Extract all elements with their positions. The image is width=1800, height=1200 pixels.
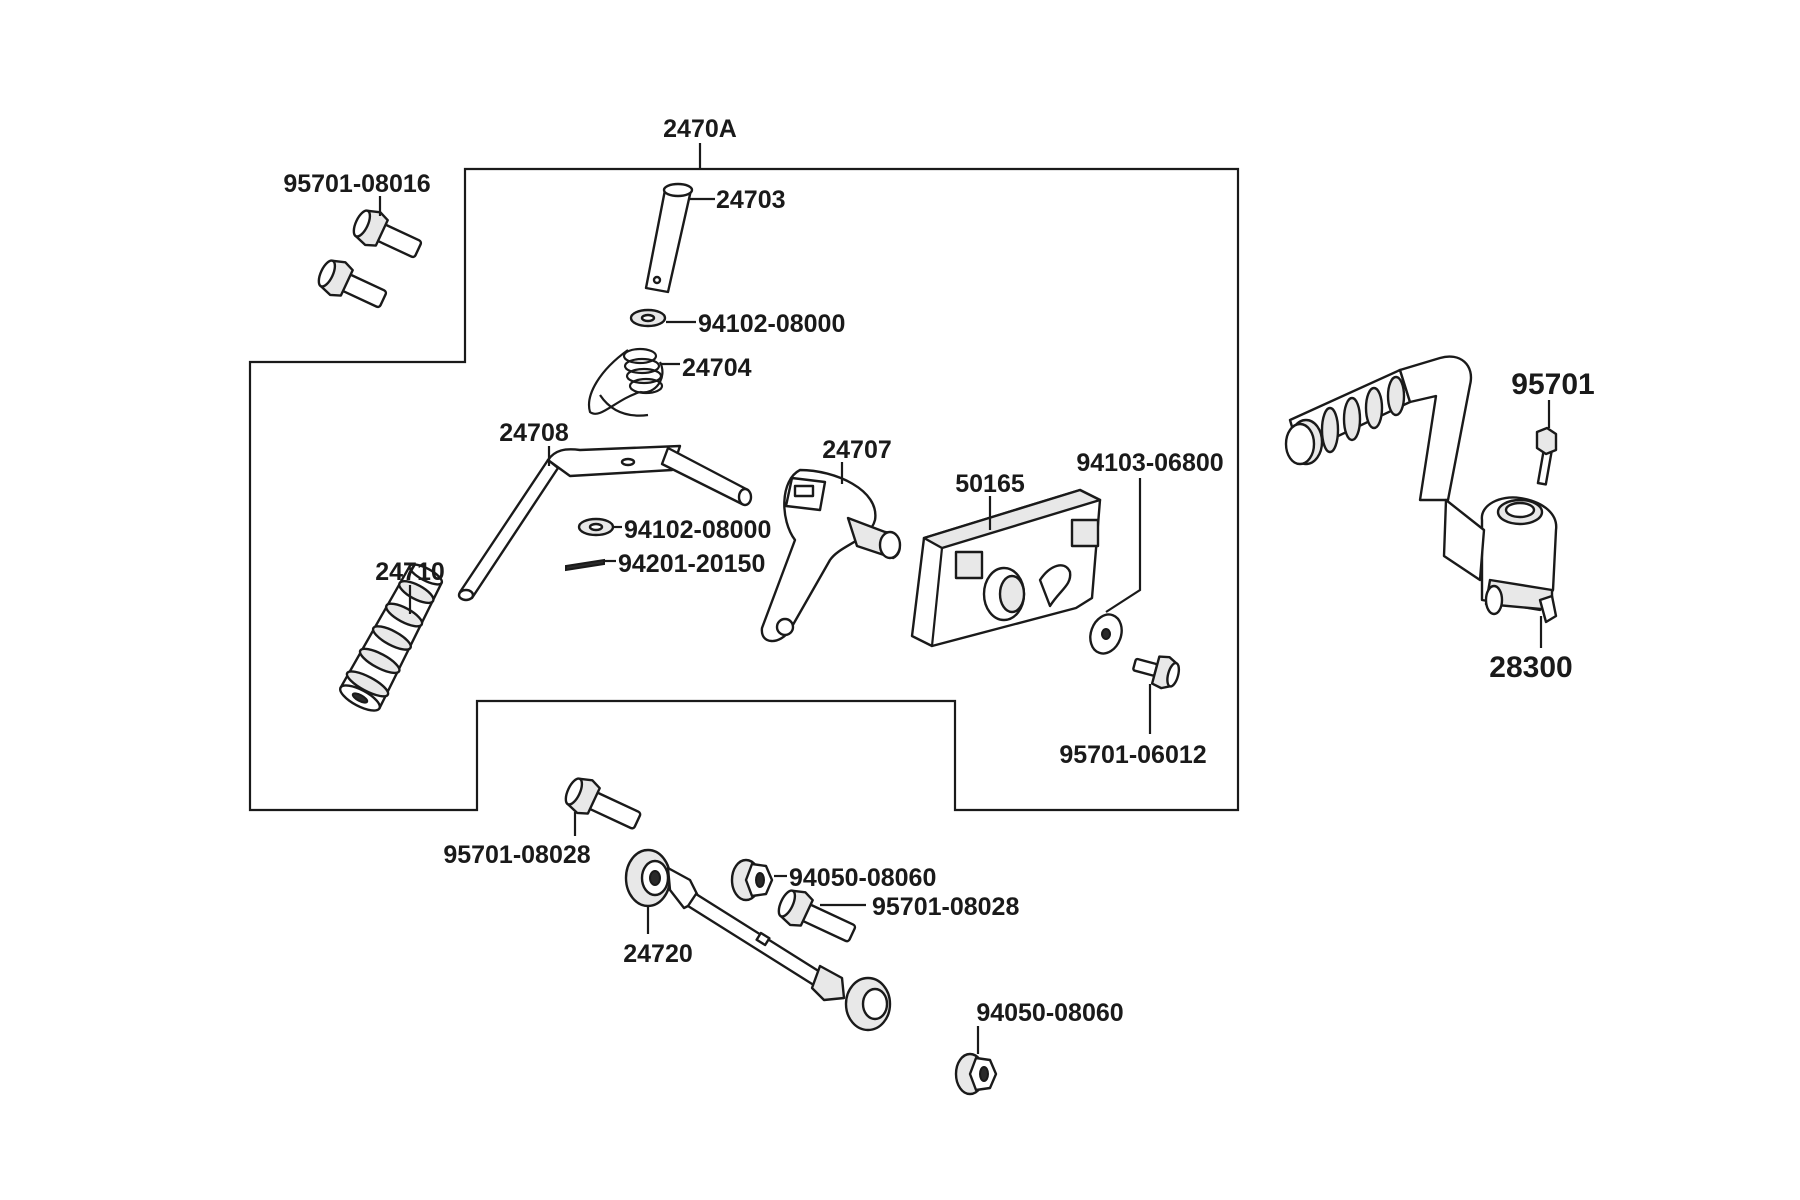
nut-bottom-icon bbox=[954, 1052, 998, 1096]
rod-icon bbox=[624, 848, 892, 1032]
washer-top-icon bbox=[629, 308, 667, 328]
pin-icon bbox=[644, 182, 694, 294]
bolt-rod-left-icon bbox=[564, 777, 642, 830]
cotter-pin-icon bbox=[565, 558, 605, 572]
label-bolt-plate: 95701-06012 bbox=[1059, 741, 1206, 769]
bolt-rod-right-icon bbox=[777, 889, 857, 943]
label-washer-mid: 94102-08000 bbox=[624, 516, 771, 544]
label-bolt-rod-left: 95701-08028 bbox=[443, 841, 590, 869]
rubber-grip-icon bbox=[339, 563, 444, 712]
washer-plate-icon bbox=[1089, 613, 1123, 655]
label-nut-bottom: 94050-08060 bbox=[976, 999, 1123, 1027]
spring-icon bbox=[587, 347, 664, 417]
nut-mid-icon bbox=[730, 858, 774, 902]
washer-mid-icon bbox=[577, 517, 615, 537]
label-rubber-grip: 24710 bbox=[375, 558, 445, 586]
bolt-pair-icon bbox=[317, 209, 423, 309]
leader-washer-plate bbox=[1105, 478, 1142, 613]
label-plate: 50165 bbox=[955, 470, 1025, 498]
label-pin: 24703 bbox=[716, 186, 786, 214]
label-bolt-top-left: 95701-08016 bbox=[283, 170, 430, 198]
lever-icon bbox=[760, 468, 902, 643]
kick-arm-icon bbox=[457, 444, 753, 602]
bolt-kick-icon bbox=[1535, 426, 1558, 486]
label-kick-arm: 24708 bbox=[499, 419, 569, 447]
label-cotter-pin: 94201-20150 bbox=[618, 550, 765, 578]
label-lever: 24707 bbox=[822, 436, 892, 464]
label-washer-plate: 94103-06800 bbox=[1076, 449, 1223, 477]
label-rod: 24720 bbox=[623, 940, 693, 968]
label-bolt-rod-right: 95701-08028 bbox=[872, 893, 1019, 921]
plate-icon bbox=[910, 488, 1102, 648]
label-washer-top: 94102-08000 bbox=[698, 310, 845, 338]
kick-starter-icon bbox=[1284, 355, 1558, 624]
bolt-plate-icon bbox=[1132, 655, 1181, 690]
label-assembly: 2470A bbox=[663, 115, 737, 143]
label-spring: 24704 bbox=[682, 354, 752, 382]
label-nut-mid: 94050-08060 bbox=[789, 864, 936, 892]
assembly-frame bbox=[248, 167, 1240, 812]
label-bolt-kick: 95701 bbox=[1511, 368, 1594, 401]
label-kick-starter: 28300 bbox=[1489, 651, 1572, 684]
